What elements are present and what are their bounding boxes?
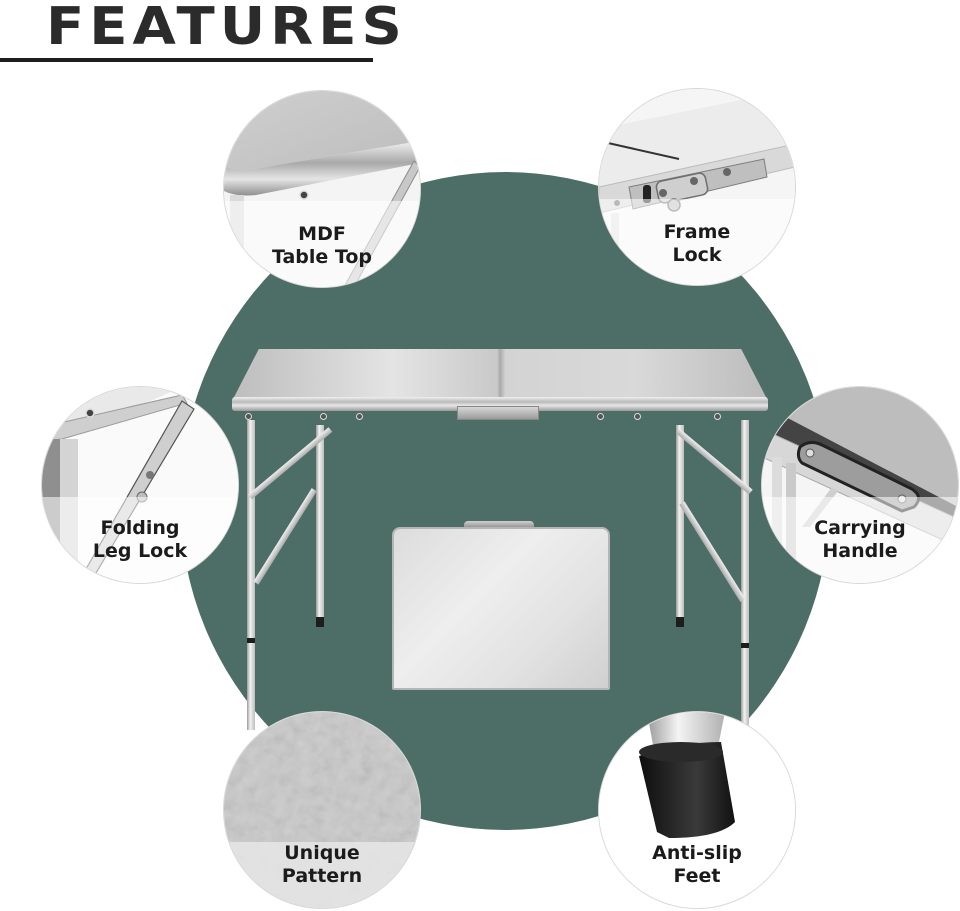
title-underline <box>0 58 373 62</box>
feature-anti-slip-feet: Anti-slip Feet <box>599 712 795 908</box>
leg-foot <box>676 617 684 627</box>
case-handle <box>464 521 534 528</box>
frame-lock-plate <box>457 406 539 420</box>
table-top <box>232 349 768 411</box>
table-top-surface <box>232 349 768 401</box>
texture-icon <box>224 712 420 908</box>
feature-mdf-table-top: MDF Table Top <box>224 91 420 287</box>
rubber-foot-icon <box>599 712 795 908</box>
feature-frame-lock: Frame Lock <box>599 89 795 285</box>
feature-unique-pattern: Unique Pattern <box>224 712 420 908</box>
rivet <box>320 413 327 420</box>
table-leg-back-left <box>316 425 324 620</box>
leg-brace <box>253 488 317 585</box>
rivet <box>634 413 641 420</box>
rivet <box>714 413 721 420</box>
feature-label: Anti-slip Feet <box>652 842 742 887</box>
rivet <box>245 413 252 420</box>
feature-folding-leg-lock: Folding Leg Lock <box>42 387 238 583</box>
feature-label: Folding Leg Lock <box>92 517 188 562</box>
table-leg-front-right <box>741 420 749 730</box>
rivet <box>597 413 604 420</box>
table-leg-front-left <box>247 420 255 730</box>
feature-label: Unique Pattern <box>281 842 363 887</box>
feature-label: Frame Lock <box>663 221 731 266</box>
table-leg-back-right <box>676 425 684 620</box>
rivet <box>356 413 363 420</box>
label-backdrop <box>42 497 238 583</box>
leg-brace <box>679 501 746 603</box>
page-title: FEATURES <box>46 0 407 57</box>
table-top-rim <box>232 397 768 411</box>
feature-carrying-handle: Carrying Handle <box>762 387 958 583</box>
feature-label: MDF Table Top <box>271 223 373 268</box>
label-backdrop <box>762 497 958 583</box>
leg-height-collar <box>247 638 255 643</box>
leg-height-collar <box>741 643 749 648</box>
feature-label: Carrying Handle <box>814 517 906 562</box>
leg-foot <box>316 617 324 627</box>
label-backdrop <box>599 199 795 285</box>
label-backdrop <box>224 201 420 287</box>
folded-table-case <box>392 527 610 690</box>
